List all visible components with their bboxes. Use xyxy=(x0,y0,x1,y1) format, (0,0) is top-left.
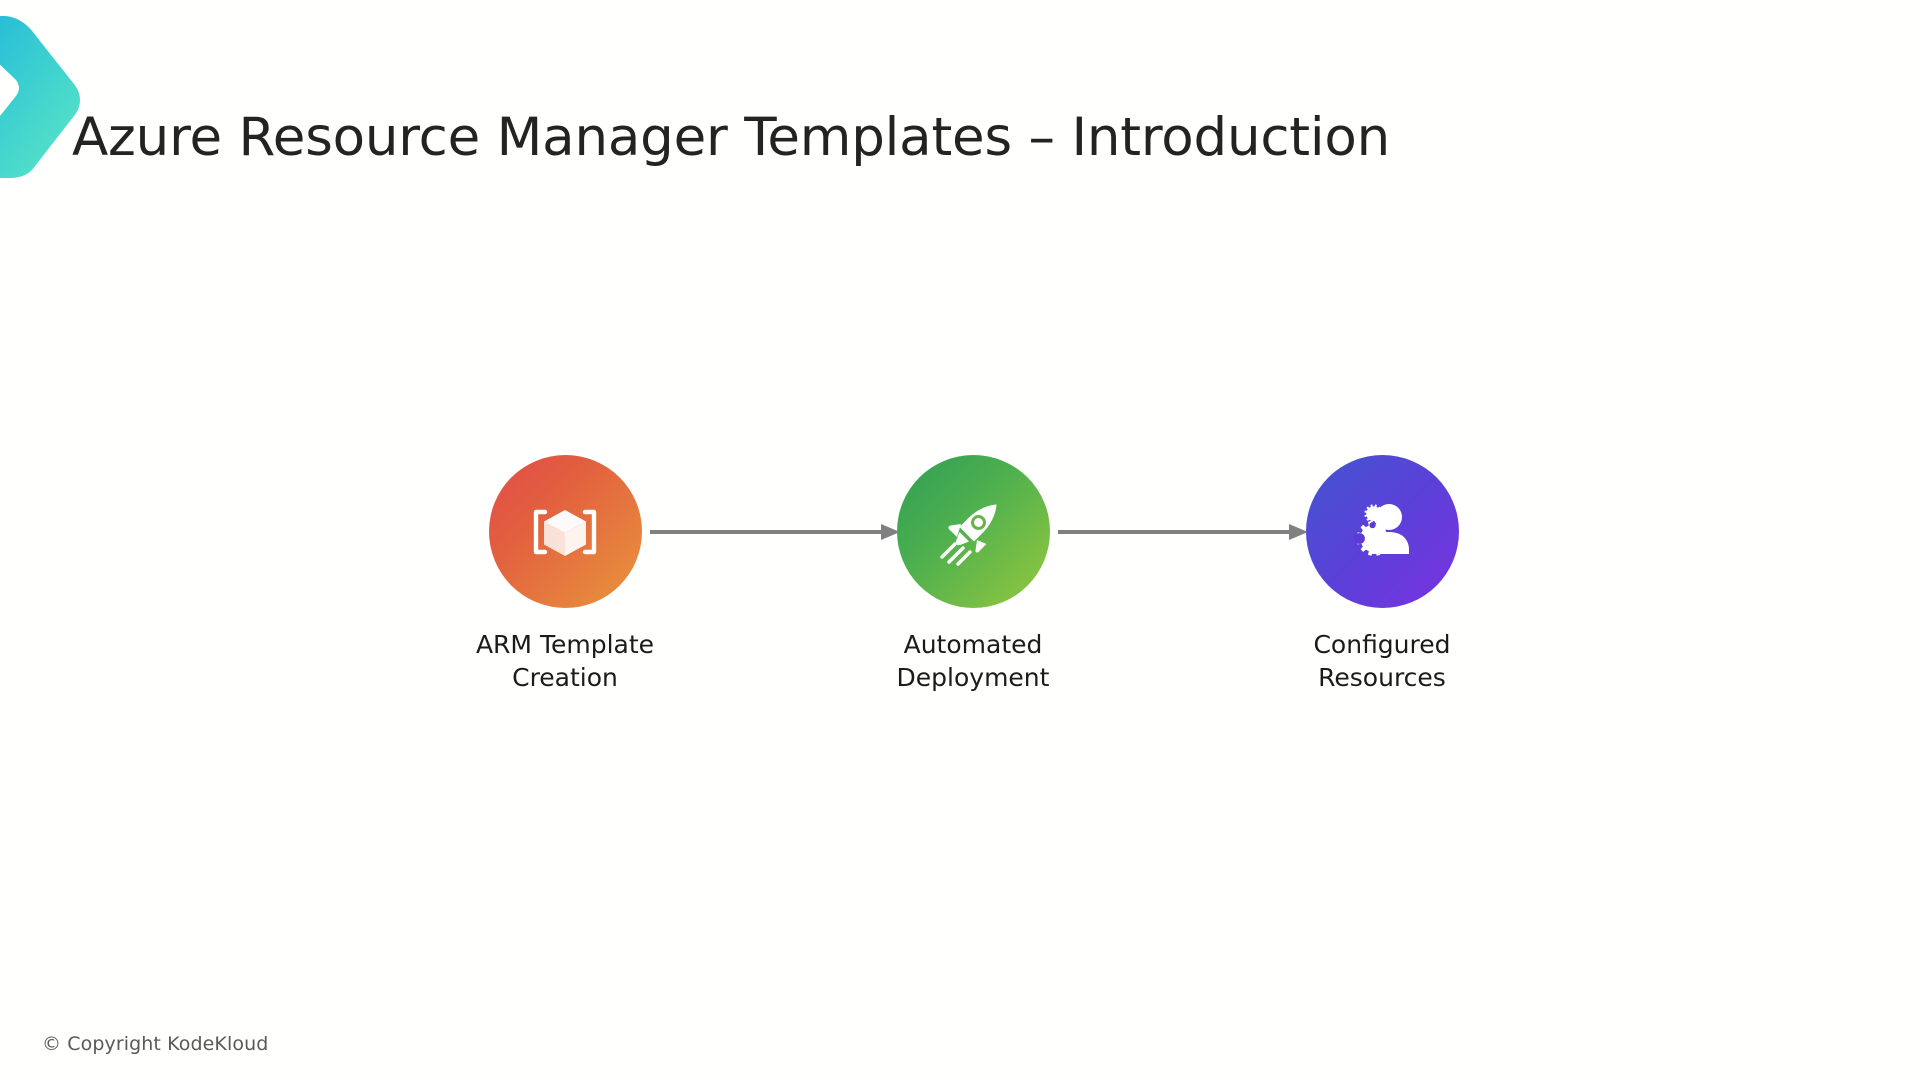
page-title: Azure Resource Manager Templates – Intro… xyxy=(72,106,1391,168)
cube-box-icon xyxy=(525,492,605,572)
flow-stage-automated-deployment[interactable]: Automated Deployment xyxy=(843,455,1103,694)
footer-copyright: © Copyright KodeKloud xyxy=(42,1033,269,1055)
stage-icon-circle xyxy=(896,455,1050,608)
flow-stage-arm-template-creation[interactable]: ARM Template Creation xyxy=(435,455,695,694)
rocket-icon xyxy=(933,492,1013,572)
stage-label-line1: Automated xyxy=(903,630,1043,659)
stage-label-line1: Configured xyxy=(1313,630,1451,659)
stage-label-line1: ARM Template xyxy=(475,630,655,659)
stage-label: ARM Template Creation xyxy=(435,628,695,694)
stage-label: Automated Deployment xyxy=(843,628,1103,694)
process-flow-diagram: ARM Template Creation xyxy=(0,455,1920,715)
stage-label-line2: Deployment xyxy=(896,663,1050,692)
stage-icon-circle xyxy=(1305,455,1459,608)
stage-label-line2: Creation xyxy=(512,663,618,692)
stage-label-line2: Resources xyxy=(1318,663,1446,692)
flow-stage-configured-resources[interactable]: Configured Resources xyxy=(1252,455,1512,694)
user-gears-icon xyxy=(1342,492,1422,572)
stage-label: Configured Resources xyxy=(1252,628,1512,694)
stage-icon-circle xyxy=(488,455,642,608)
